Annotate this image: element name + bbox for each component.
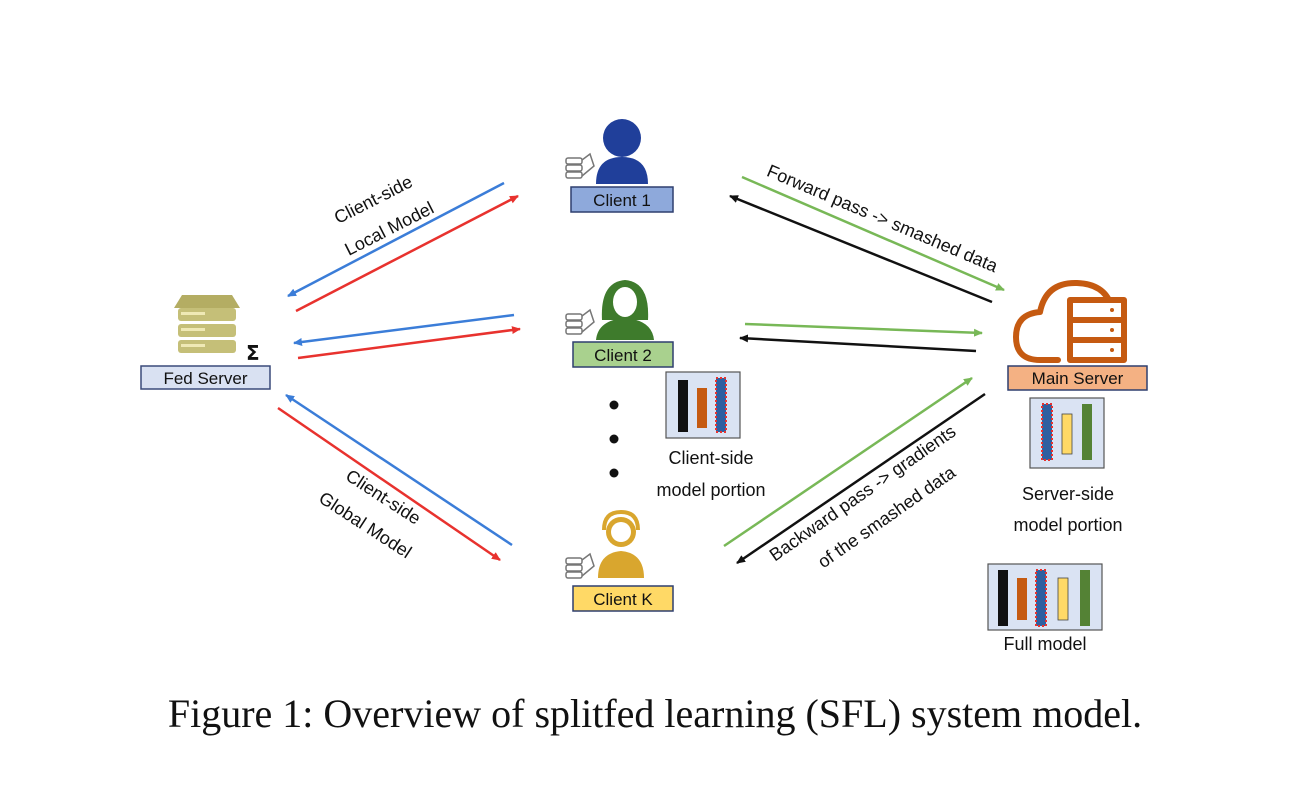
- fed-server-icon: [174, 295, 240, 353]
- arrow-client2-to-fed: [293, 313, 515, 346]
- client-2-label-box: [572, 341, 674, 368]
- client-1-label: Client 1: [593, 191, 651, 210]
- client-side-model-icon: [665, 371, 741, 439]
- fed-server-label: Fed Server: [163, 369, 247, 388]
- ellipsis-dot: [609, 434, 619, 444]
- sigma-symbol: Σ: [246, 341, 260, 365]
- client-k-hand-icon: [565, 552, 595, 579]
- client-1-person-icon: [596, 119, 648, 184]
- main-server-label-box: [1007, 365, 1148, 391]
- arrow-client2-forward: [744, 322, 983, 337]
- ellipsis-dot: [609, 468, 619, 478]
- arrow-clientk-forward: [723, 376, 973, 548]
- arrow-fed-to-client2: [297, 326, 521, 360]
- cloud-server-icon: [1013, 279, 1127, 363]
- server-side-model-icon: [1029, 397, 1105, 469]
- arrow-client1-backward: [729, 194, 993, 304]
- server-side-portion-line2: model portion: [1013, 515, 1122, 535]
- fed-server-label-box: [140, 365, 271, 390]
- arrow-client1-forward: [741, 175, 1005, 292]
- server-side-portion-line1: Server-side: [1022, 484, 1114, 504]
- arrow-clientk-to-fed: [285, 393, 513, 547]
- client-side-portion-line1: Client-side: [668, 448, 753, 468]
- arrow-fed-to-client1: [295, 194, 519, 313]
- ellipsis-dot: [609, 400, 619, 410]
- main-server-label: Main Server: [1032, 369, 1124, 388]
- full-model-label: Full model: [1003, 634, 1086, 654]
- client-1-label-box: [570, 186, 674, 213]
- client-2-label: Client 2: [594, 346, 652, 365]
- client-2-person-icon: [596, 280, 654, 340]
- arrow-clientk-backward: [736, 392, 986, 565]
- arrow-client2-backward: [739, 334, 977, 353]
- client-k-label: Client K: [593, 590, 653, 609]
- client-k-label-box: [572, 585, 674, 612]
- client-2-hand-icon: [565, 308, 595, 335]
- client-side-portion-line2: model portion: [656, 480, 765, 500]
- client-1-hand-icon: [565, 152, 595, 179]
- forward-pass-label: Forward pass -> smashed data: [764, 161, 1002, 277]
- arrow-client1-to-fed: [287, 181, 505, 298]
- full-model-icon: [987, 563, 1103, 631]
- figure-caption: Figure 1: Overview of splitfed learning …: [168, 691, 1142, 736]
- arrow-fed-to-clientk: [277, 406, 501, 562]
- client-k-person-icon: [598, 509, 644, 578]
